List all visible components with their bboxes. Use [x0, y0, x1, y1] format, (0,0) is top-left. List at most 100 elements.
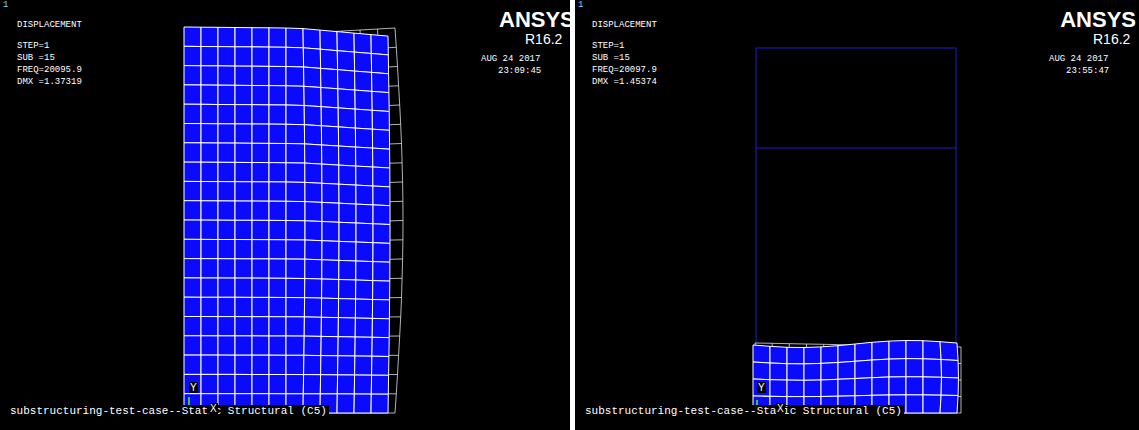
mesh-element	[218, 317, 235, 336]
mesh-element	[770, 363, 787, 380]
mesh-element	[218, 259, 235, 278]
mesh-element	[321, 336, 338, 355]
mesh-element	[339, 184, 356, 204]
mesh-element	[218, 182, 235, 201]
mesh-element	[218, 297, 235, 316]
mesh-element	[201, 201, 218, 220]
mesh-element	[218, 220, 235, 239]
mesh-element	[923, 359, 942, 378]
mesh-element	[338, 89, 355, 109]
mesh-element	[338, 318, 355, 337]
mesh-element	[355, 337, 372, 356]
mesh-element	[235, 28, 252, 47]
mesh-element	[356, 261, 373, 281]
mesh-element	[838, 344, 855, 363]
mesh-element	[304, 125, 321, 145]
mesh-element	[356, 185, 373, 205]
mesh-element	[201, 239, 218, 258]
mesh-element	[269, 163, 286, 182]
plot-title: DISPLACEMENT	[592, 21, 657, 31]
window-number: 1	[3, 1, 8, 11]
plot-caption: substructuring-test-case--Static Structu…	[8, 405, 329, 417]
mesh-element	[787, 364, 804, 381]
mesh-element	[252, 375, 269, 394]
mesh-element	[286, 182, 305, 202]
mesh-element	[269, 143, 286, 162]
mesh-element	[371, 54, 388, 74]
mesh-element	[184, 85, 201, 104]
mesh-element	[286, 67, 304, 87]
mesh-element	[889, 359, 906, 377]
mesh-element	[356, 204, 373, 224]
mesh-element	[201, 220, 218, 239]
step-info: STEP=1	[592, 42, 624, 52]
mesh-element	[286, 201, 305, 221]
mesh-element	[339, 203, 356, 223]
version-label: R16.2	[1093, 32, 1130, 47]
mesh-element	[235, 105, 252, 124]
mesh-element	[356, 147, 373, 167]
mesh-element	[372, 337, 389, 356]
mesh-element	[320, 30, 337, 51]
mesh-element	[321, 317, 338, 336]
mesh-element	[252, 124, 269, 143]
mesh-element	[372, 110, 389, 130]
mesh-element	[372, 91, 389, 111]
mesh-element	[269, 355, 286, 374]
mesh-element	[218, 47, 235, 67]
mesh-element	[355, 71, 372, 91]
mesh-element	[355, 356, 372, 375]
mesh-element	[337, 394, 354, 413]
mesh-element	[753, 362, 770, 380]
mesh-element	[252, 297, 269, 316]
mesh-element	[961, 347, 962, 413]
mesh-element	[337, 32, 354, 52]
mesh-element	[304, 317, 321, 337]
mesh-element	[941, 360, 958, 379]
mesh-element	[356, 242, 373, 262]
mesh-element	[373, 281, 390, 300]
mesh-element	[235, 259, 252, 278]
mesh-element	[269, 220, 286, 239]
mesh-element	[338, 70, 355, 90]
mesh-element	[235, 240, 252, 259]
mesh-element	[855, 360, 872, 379]
mesh-element	[235, 66, 252, 85]
axis-label: Y	[189, 382, 198, 393]
mesh-element	[201, 259, 218, 278]
mesh-element	[355, 109, 372, 129]
mesh-element	[269, 336, 286, 355]
mesh-element	[354, 394, 371, 413]
mesh-element	[235, 336, 252, 355]
undeformed-edge	[756, 148, 956, 149]
mesh-element	[372, 356, 389, 375]
mesh-element	[218, 85, 235, 104]
mesh-element	[305, 202, 322, 222]
mesh-element	[201, 124, 218, 143]
mesh-element	[235, 220, 252, 239]
mesh-element	[184, 336, 201, 355]
mesh-element	[218, 278, 235, 297]
deformed-mesh	[184, 27, 403, 413]
mesh-element	[373, 224, 390, 244]
time-label: 23:55:47	[1066, 67, 1109, 77]
mesh-element	[338, 337, 355, 356]
mesh-element	[356, 223, 373, 243]
mesh-element	[305, 163, 322, 183]
mesh-element	[303, 48, 320, 69]
window-number: 1	[578, 1, 583, 11]
mesh-element	[338, 108, 355, 128]
mesh-element	[322, 279, 339, 299]
mesh-element	[372, 72, 389, 92]
mesh-element	[321, 88, 338, 108]
mesh-element	[804, 363, 821, 380]
mesh-element	[269, 124, 286, 143]
mesh-element	[218, 66, 235, 85]
mesh-element	[269, 86, 286, 105]
mesh-element	[838, 361, 855, 379]
ansys-logo: ANSYS	[1060, 8, 1136, 32]
mesh-element	[838, 379, 855, 397]
mesh-element	[304, 86, 321, 106]
mesh-element	[184, 124, 201, 143]
plot-title: DISPLACEMENT	[17, 21, 82, 31]
